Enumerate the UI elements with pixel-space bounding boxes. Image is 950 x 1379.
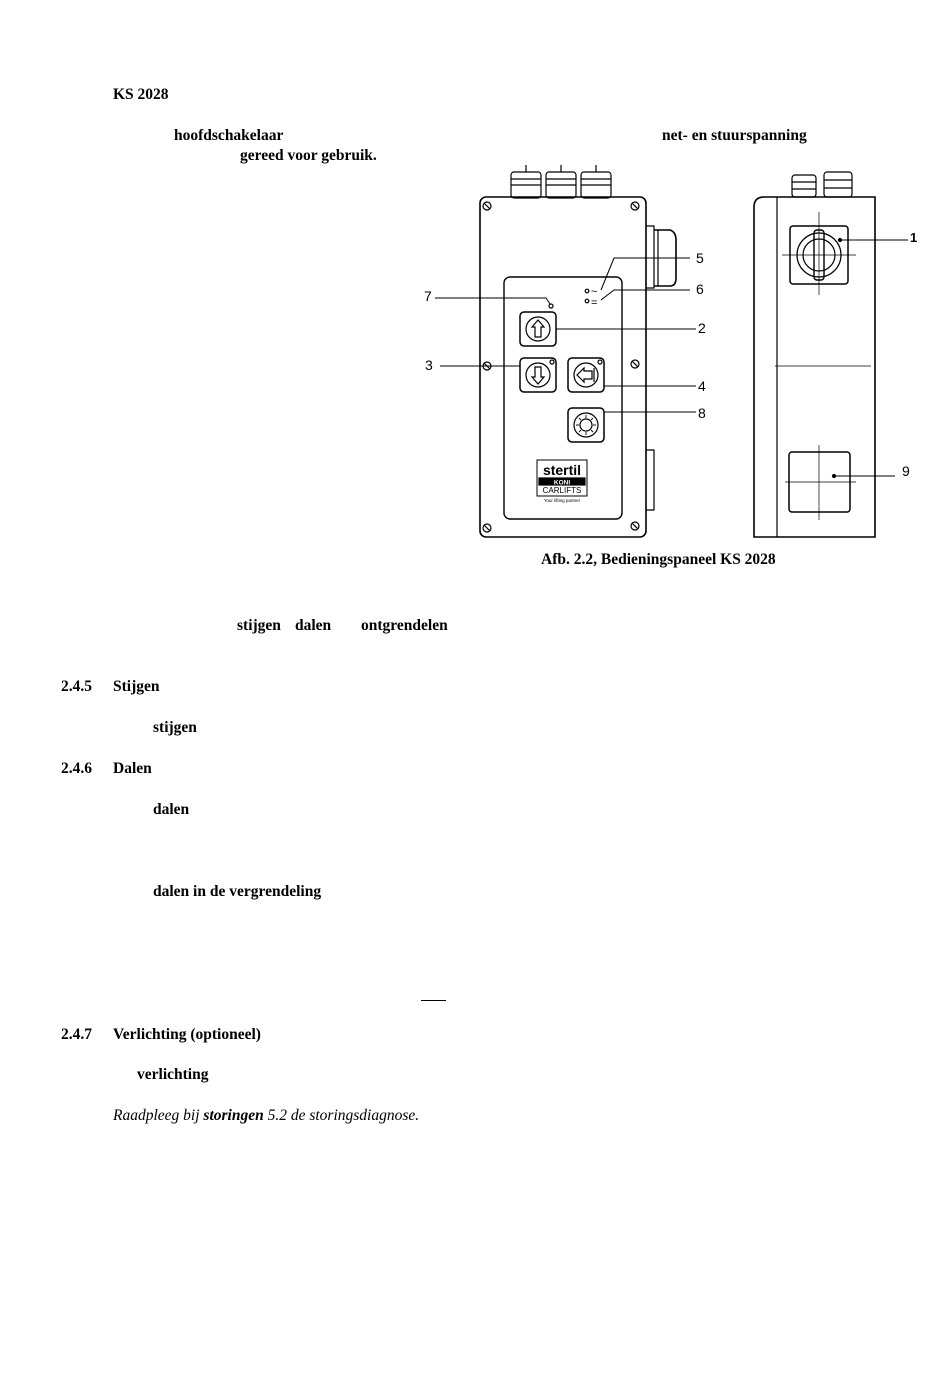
intro-ready: gereed voor gebruik.: [240, 147, 377, 164]
section-245-number: 2.4.5: [61, 678, 92, 695]
side-bump: [646, 449, 655, 511]
callout-2: 2: [698, 320, 706, 336]
note-post: 5.2 de storingsdiagnose.: [263, 1107, 420, 1124]
note-pre: Raadpleeg bij: [113, 1107, 204, 1124]
unlock-arrow-icon: [576, 366, 593, 384]
brand-logo: stertil KONI CARLIFTS Your lifting partn…: [536, 459, 588, 503]
section-247-number: 2.4.7: [61, 1026, 92, 1043]
callout-8: 8: [698, 405, 706, 421]
brand-product: CARLIFTS: [543, 486, 582, 495]
brand-slogan: Your lifting partner: [544, 498, 581, 503]
side-view: [753, 171, 876, 538]
section-247-term: verlichting: [137, 1066, 209, 1083]
section-245-title: Stijgen: [113, 678, 160, 695]
brand-name: stertil: [543, 462, 581, 478]
model-heading: KS 2028: [113, 86, 169, 103]
term-down: dalen: [295, 617, 332, 634]
callout-line-5: [600, 257, 690, 291]
button-down: [519, 357, 557, 393]
button-unlock: [567, 357, 605, 393]
control-panel-figure: ~ = stertil KONI CARLIFTS Your lifting p…: [420, 160, 920, 550]
cable-glands-front: [510, 165, 612, 199]
figure-caption: Afb. 2.2, Bedieningspaneel KS 2028: [541, 551, 776, 568]
housing-front: [479, 196, 647, 538]
indicator-ac-symbol: ~: [591, 286, 597, 298]
indicator-dc-symbol: =: [591, 297, 597, 309]
indicator-ac-lamp: [584, 288, 590, 294]
inner-panel: [503, 276, 623, 520]
short-rule: [421, 1000, 446, 1001]
intro-voltage: net- en stuurspanning: [662, 127, 807, 144]
callout-1: 1: [910, 230, 917, 245]
brand-sub: KONI: [554, 480, 570, 487]
section-246-term2: dalen in de vergrendeling: [153, 883, 322, 900]
light-icon: [579, 418, 593, 432]
note-bold: storingen: [203, 1107, 264, 1124]
indicator-dc-lamp: [584, 298, 590, 304]
intro-main-switch: hoofdschakelaar: [174, 127, 284, 144]
side-switch-knob: [654, 229, 677, 287]
callout-3: 3: [425, 357, 433, 373]
term-up: stijgen: [237, 617, 281, 634]
housing-side: [753, 196, 876, 538]
callout-4: 4: [698, 378, 706, 394]
callout-line-7: [435, 297, 551, 305]
troubleshooting-note: Raadpleeg bij storingen 5.2 de storingsd…: [113, 1107, 419, 1125]
lamp-7: [548, 303, 554, 309]
control-panel-drawing: ~ = stertil KONI CARLIFTS Your lifting p…: [424, 165, 917, 538]
side-switch-base: [646, 225, 655, 289]
section-245-term: stijgen: [153, 719, 197, 736]
arrow-up-icon: [530, 319, 546, 338]
arrow-down-icon: [530, 366, 546, 385]
callout-6: 6: [696, 281, 704, 297]
term-unlock: ontgrendelen: [361, 617, 448, 634]
section-246-title: Dalen: [113, 760, 152, 777]
section-247-title: Verlichting (optioneel): [113, 1026, 261, 1043]
callout-line-6: [600, 289, 690, 301]
section-246-term: dalen: [153, 801, 190, 818]
section-246-number: 2.4.6: [61, 760, 92, 777]
housing-screws: [482, 201, 640, 533]
callout-9: 9: [902, 463, 910, 479]
callout-7: 7: [424, 288, 432, 304]
callout-5: 5: [696, 250, 704, 266]
button-light: [567, 407, 605, 443]
